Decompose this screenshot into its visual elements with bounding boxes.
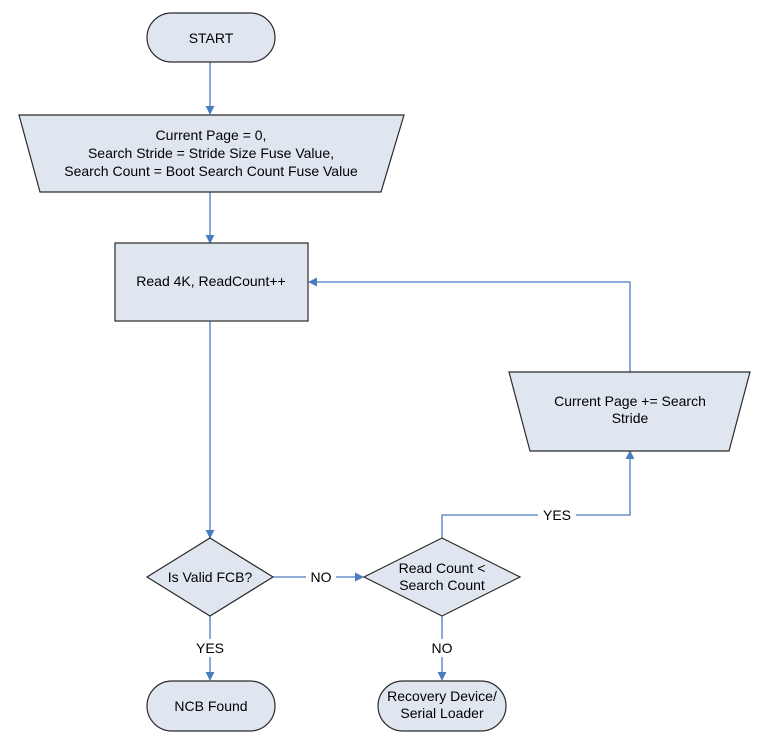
read-count-line-1: Read Count <	[399, 560, 486, 576]
edge-label-valid-no: NO	[311, 569, 332, 585]
increment-line-2: Stride	[612, 410, 649, 426]
edge-label-valid-yes: YES	[196, 640, 224, 656]
valid-fcb-label: Is Valid FCB?	[168, 569, 253, 585]
edge-count-yes	[441, 450, 635, 538]
increment-line-1: Current Page += Search	[554, 393, 706, 409]
read-count-line-2: Search Count	[399, 577, 485, 593]
edge-increment-to-read	[308, 277, 631, 372]
increment-block: Current Page += Search Stride	[508, 371, 751, 452]
edge-label-count-yes: YES	[543, 507, 571, 523]
recovery-line-2: Serial Loader	[400, 705, 484, 721]
read-count-decision: Read Count < Search Count	[362, 537, 522, 617]
init-line-1: Current Page = 0,	[156, 127, 267, 143]
connectors	[205, 62, 635, 681]
start-terminal: START	[146, 12, 276, 63]
recovery-line-1: Recovery Device/	[387, 688, 497, 704]
ncb-found-label: NCB Found	[174, 698, 247, 714]
edge-labels: NO YES YES NO	[193, 506, 576, 657]
init-line-3: Search Count = Boot Search Count Fuse Va…	[64, 163, 358, 179]
init-line-2: Search Stride = Stride Size Fuse Value,	[88, 145, 334, 161]
recovery-terminal: Recovery Device/ Serial Loader	[377, 680, 507, 732]
init-block: Current Page = 0, Search Stride = Stride…	[18, 114, 405, 193]
start-label: START	[189, 30, 234, 46]
valid-fcb-decision: Is Valid FCB?	[145, 537, 275, 617]
edge-label-count-no: NO	[432, 640, 453, 656]
ncb-found-terminal: NCB Found	[146, 680, 276, 732]
read-label: Read 4K, ReadCount++	[136, 273, 285, 289]
read-block: Read 4K, ReadCount++	[114, 242, 309, 322]
